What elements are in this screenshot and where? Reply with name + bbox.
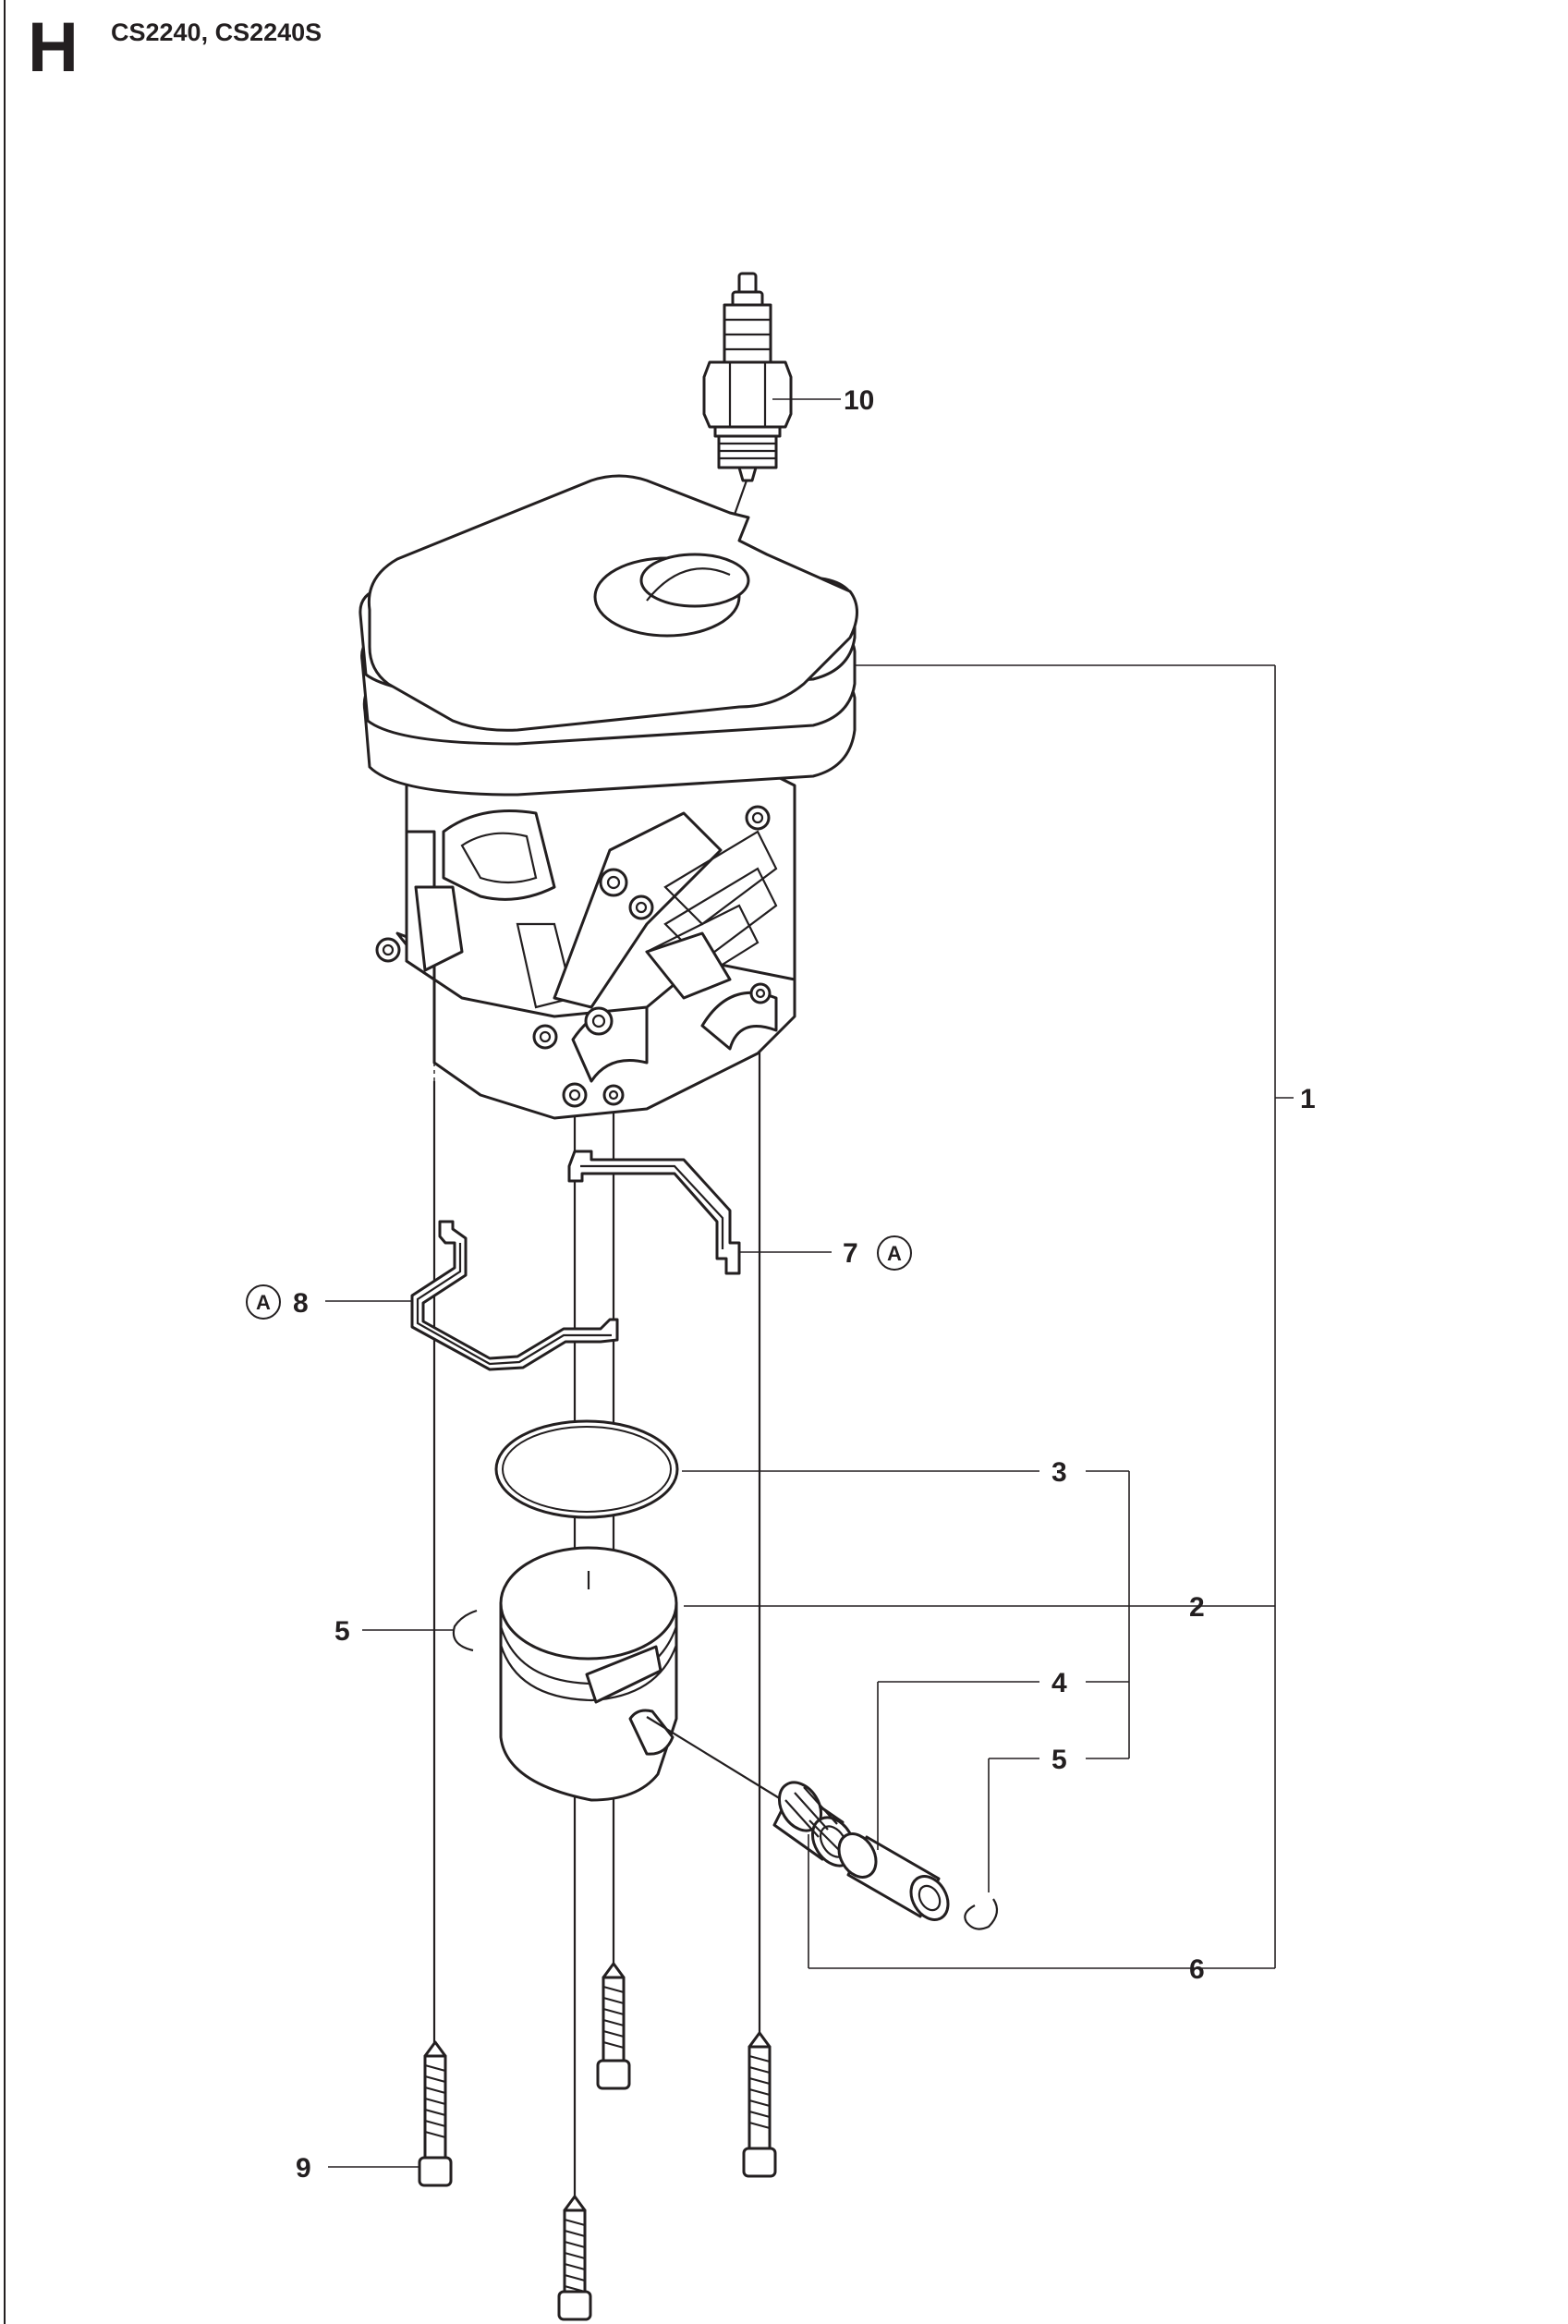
page-border-rule bbox=[4, 0, 6, 2324]
callout-7: 7 bbox=[843, 1238, 858, 1269]
spark-plug-icon bbox=[702, 272, 793, 602]
needle-bearing-icon bbox=[646, 1716, 857, 1868]
gasket-7-icon bbox=[567, 1150, 741, 1275]
piston-icon bbox=[499, 1546, 678, 1802]
circlip-right-icon bbox=[964, 1898, 999, 1930]
screw-icon bbox=[742, 2031, 777, 2178]
callout-9: 9 bbox=[296, 2153, 311, 2184]
callout-3: 3 bbox=[1051, 1457, 1067, 1488]
section-letter: H bbox=[28, 8, 79, 87]
callout-10: 10 bbox=[844, 385, 874, 416]
gasket-8-icon bbox=[410, 1220, 619, 1371]
callout-5-right: 5 bbox=[1051, 1745, 1067, 1775]
callout-labels: 10 1 7 8 3 2 5 4 5 6 9 bbox=[293, 385, 1316, 2184]
callout-4: 4 bbox=[1051, 1668, 1067, 1698]
piston-ring-icon bbox=[494, 1419, 679, 1519]
callout-2: 2 bbox=[1189, 1592, 1205, 1623]
leader-lines bbox=[325, 398, 1294, 2168]
cylinder-icon bbox=[359, 474, 858, 1120]
reference-letter: A bbox=[887, 1242, 902, 1265]
screw-icon bbox=[418, 2040, 453, 2187]
circlip-left-icon bbox=[452, 1609, 478, 1652]
reference-mark-7: A bbox=[877, 1235, 912, 1271]
model-title: CS2240, CS2240S bbox=[111, 18, 322, 46]
callout-1: 1 bbox=[1300, 1084, 1316, 1114]
callout-8: 8 bbox=[293, 1288, 309, 1319]
screw-icon bbox=[557, 2195, 592, 2321]
reference-mark-8: A bbox=[246, 1284, 281, 1320]
piston-pin-icon bbox=[837, 1832, 950, 1921]
screw-icon bbox=[596, 1962, 631, 2090]
callout-5-left: 5 bbox=[334, 1616, 350, 1647]
reference-letter: A bbox=[256, 1291, 271, 1314]
callout-6: 6 bbox=[1189, 1954, 1205, 1985]
